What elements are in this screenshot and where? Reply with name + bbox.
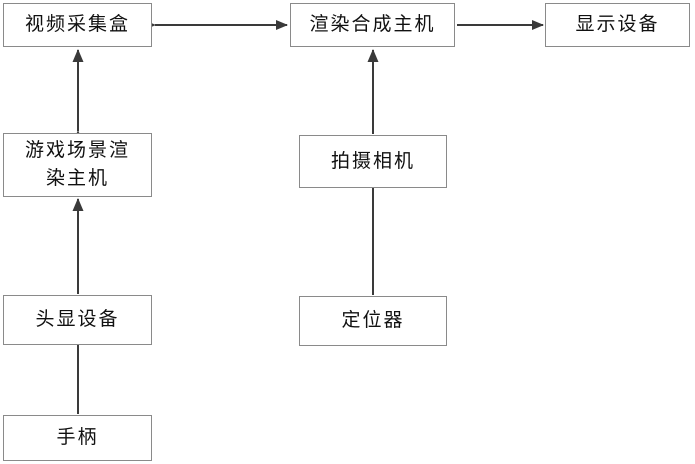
node-label-render-compositing-host: 渲染合成主机	[309, 14, 436, 36]
node-label-controller-handle: 手柄	[56, 427, 99, 449]
node-render-compositing-host[interactable]: 渲染合成主机	[290, 3, 455, 47]
node-label-display-device: 显示设备	[575, 14, 660, 36]
node-shooting-camera[interactable]: 拍摄相机	[299, 135, 447, 188]
node-tracker-locator[interactable]: 定位器	[299, 296, 447, 346]
node-label-video-capture-box: 视频采集盒	[24, 14, 130, 36]
node-label-tracker-locator: 定位器	[341, 310, 405, 332]
node-head-mounted-display[interactable]: 头显设备	[3, 295, 152, 345]
node-controller-handle[interactable]: 手柄	[3, 415, 152, 461]
node-label-shooting-camera: 拍摄相机	[330, 150, 415, 172]
node-game-scene-render-host[interactable]: 游戏场景渲 染主机	[3, 133, 152, 197]
node-display-device[interactable]: 显示设备	[545, 3, 690, 47]
node-label-game-scene-render-host: 游戏场景渲 染主机	[24, 140, 130, 189]
node-label-head-mounted-display: 头显设备	[35, 309, 120, 331]
node-video-capture-box[interactable]: 视频采集盒	[3, 3, 152, 47]
